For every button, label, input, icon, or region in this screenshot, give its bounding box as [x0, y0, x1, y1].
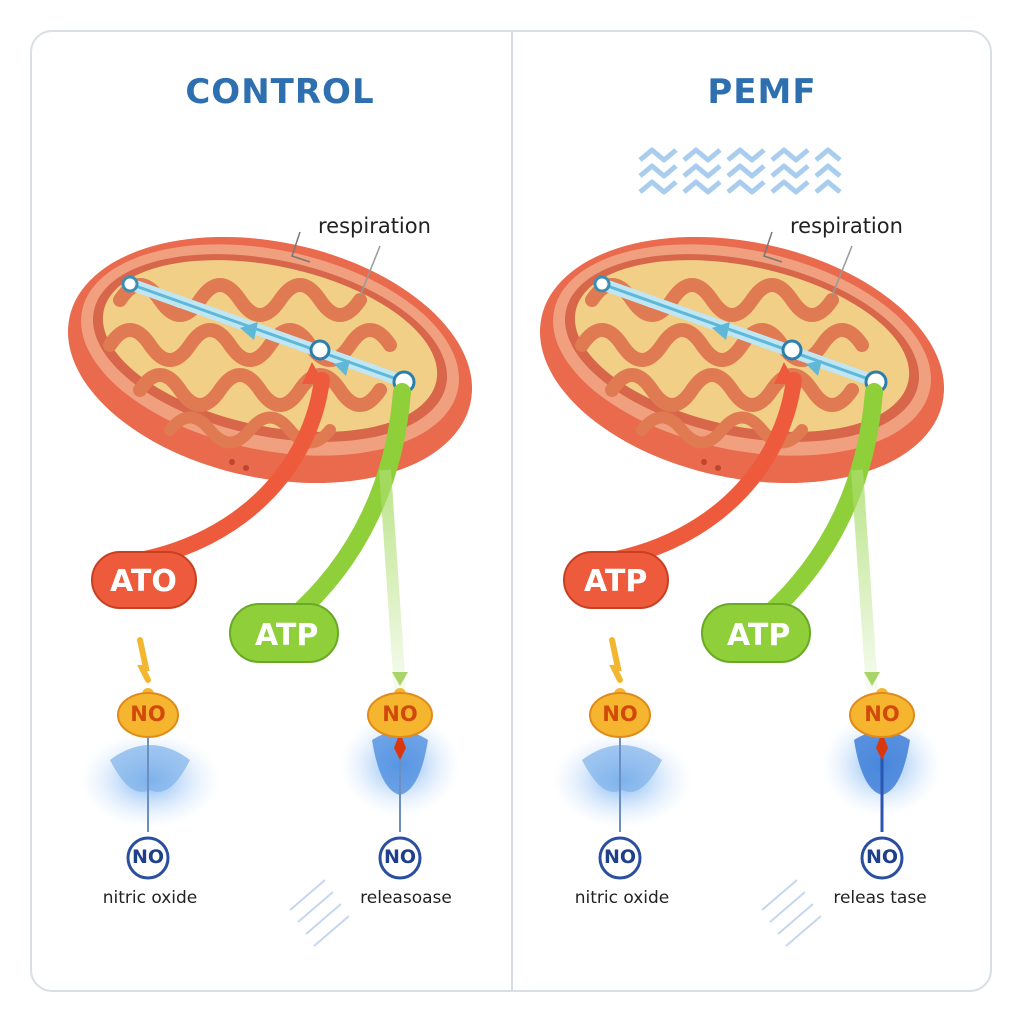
green-arrow-label: ATP — [727, 618, 791, 653]
respiration-label: respiration — [790, 214, 903, 238]
panel-title: CONTROL — [185, 72, 375, 112]
caption-left: nitric oxide — [102, 888, 198, 908]
red-arrow-label: ATP — [584, 564, 648, 599]
no-release-left — [552, 637, 692, 880]
no-ring-label-bottom-right: NO — [865, 846, 899, 868]
pemf-panel: PEMF respiration ATP ATP NO NO NO NO nit… — [472, 0, 984, 1024]
no-badge-top-right — [849, 692, 915, 738]
no-badge-top-left — [117, 692, 179, 738]
no-badge-top-left — [589, 692, 651, 738]
no-badge-top-right — [367, 692, 433, 738]
no-badge-label-top-left: NO — [130, 702, 166, 726]
chevron-wave-icon — [638, 147, 842, 195]
control-diagram — [67, 231, 473, 947]
no-ring-bottom-left — [126, 836, 170, 880]
respiration-label: respiration — [318, 214, 431, 238]
red-atp-arrow — [563, 362, 802, 609]
green-atp-arrow — [701, 383, 883, 691]
no-badge-label-top-right: NO — [382, 702, 418, 726]
caption-right: releas tase — [833, 888, 927, 908]
motion-lines — [761, 879, 822, 947]
caption-left: nitric oxide — [574, 888, 670, 908]
panel-title: PEMF — [707, 72, 817, 112]
pemf-diagram — [539, 147, 945, 947]
mitochondrion — [539, 236, 945, 484]
green-atp-arrow — [229, 383, 411, 691]
no-ring-label-bottom-left: NO — [603, 846, 637, 868]
no-ring-label-bottom-left: NO — [131, 846, 165, 868]
panel-divider — [511, 32, 513, 990]
no-release-right — [761, 688, 942, 947]
respiration-pointer — [763, 231, 783, 263]
caption-right: releasoase — [360, 888, 452, 908]
motion-lines — [289, 879, 350, 947]
no-release-left — [80, 637, 220, 880]
chain-node-mid — [781, 339, 803, 361]
no-ring-bottom-right — [378, 836, 422, 880]
chain-node-start — [593, 275, 611, 293]
green-arrow-label: ATP — [255, 618, 319, 653]
chain-node-start — [121, 275, 139, 293]
red-atp-arrow — [91, 362, 330, 609]
chain-node-mid — [309, 339, 331, 361]
no-ring-label-bottom-right: NO — [383, 846, 417, 868]
control-panel: CONTROL respiration ATO ATP NO NO NO NO … — [67, 72, 473, 947]
respiration-pointer — [291, 231, 311, 263]
red-arrow-label: ATO — [110, 564, 177, 599]
respiration-chain — [593, 231, 888, 394]
no-ring-bottom-right — [860, 836, 904, 880]
no-badge-label-top-left: NO — [602, 702, 638, 726]
mitochondrion — [67, 236, 473, 484]
no-release-right — [289, 688, 460, 947]
no-ring-bottom-left — [598, 836, 642, 880]
no-badge-label-top-right: NO — [864, 702, 900, 726]
